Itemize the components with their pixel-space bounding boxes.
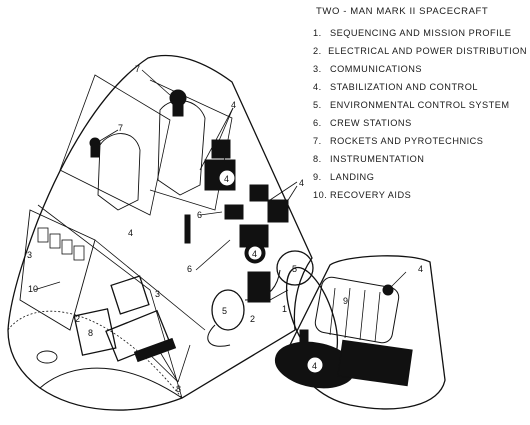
legend-label: RECOVERY AIDS	[330, 190, 412, 200]
lower-cluster	[133, 337, 177, 363]
equipment-box-3	[110, 275, 150, 315]
ecs-tank	[211, 289, 245, 331]
capsule-outline	[7, 54, 313, 411]
dark-components	[89, 89, 289, 363]
callout-4-top: 4	[231, 100, 236, 110]
rocket-7-left-body	[90, 142, 100, 158]
legend-label: ELECTRICAL AND POWER DISTRIBUTION	[328, 46, 527, 56]
legend-num: 8.	[313, 154, 322, 164]
callout-3-left: 3	[27, 250, 32, 260]
stab-box-3	[249, 184, 269, 202]
legend-num: 2.	[313, 46, 322, 56]
legend-label: INSTRUMENTATION	[330, 154, 425, 164]
legend-label: STABILIZATION AND CONTROL	[330, 82, 478, 92]
porthole	[36, 350, 58, 364]
legend-label: COMMUNICATIONS	[330, 64, 423, 74]
stab-box-4	[267, 199, 289, 223]
callout-7-left: 7	[118, 123, 123, 133]
instrument-bay	[19, 209, 96, 331]
legend-item-2: 2. ELECTRICAL AND POWER DISTRIBUTION	[313, 46, 527, 64]
legend-label: ENVIRONMENTAL CONTROL SYSTEM	[330, 100, 510, 110]
rocket-7-body	[172, 97, 184, 117]
landing-pack-9	[314, 276, 400, 344]
legend-item-7: 7. ROCKETS AND PYROTECHNICS	[313, 136, 527, 154]
heat-shield-rim	[39, 367, 183, 399]
legend-title: TWO - MAN MARK II SPACECRAFT	[316, 6, 489, 17]
callout-labels: 7 7 4 4 4 4 4 4 4 6 6 5 5 2 1 3 3 10 2 8…	[27, 64, 423, 394]
callout-4-right: 4	[299, 178, 304, 188]
legend-num: 9.	[313, 172, 322, 182]
legend-num: 6.	[313, 118, 322, 128]
crew-seat-left	[97, 133, 141, 211]
stab-box-6	[247, 271, 271, 303]
callout-10: 10	[28, 284, 38, 294]
legend-num: 4.	[313, 82, 322, 92]
legend-num: 1.	[313, 28, 322, 38]
adapter-machinery	[337, 339, 413, 387]
bulkhead-line	[37, 204, 183, 399]
legend-label: CREW STATIONS	[330, 118, 412, 128]
legend-item-8: 8. INSTRUMENTATION	[313, 154, 527, 172]
legend-panel: TWO - MAN MARK II SPACECRAFT 1. SEQUENCIN…	[313, 6, 527, 208]
callout-5-tank: 5	[222, 306, 227, 316]
heat-shield-edge	[7, 310, 183, 399]
callout-7-top: 7	[135, 64, 140, 74]
legend-item-6: 6. CREW STATIONS	[313, 118, 527, 136]
bulkhead-line-2	[94, 239, 206, 331]
callout-5-sphere: 5	[292, 264, 297, 274]
legend-item-5: 5. ENVIRONMENTAL CONTROL SYSTEM	[313, 100, 527, 118]
legend-item-9: 9. LANDING	[313, 172, 527, 190]
legend-num: 7.	[313, 136, 322, 146]
hatch-frame	[59, 74, 171, 216]
handle-6	[184, 214, 191, 244]
leader-lines	[33, 69, 407, 383]
callout-4-sphere-disc	[247, 245, 263, 261]
callout-2-left: 2	[75, 314, 80, 324]
crew-seat-right	[157, 100, 206, 196]
callout-4-adapter: 4	[418, 264, 423, 274]
callout-6-lower: 6	[187, 264, 192, 274]
adapter-ribs	[329, 287, 381, 343]
legend-item-1: 1. SEQUENCING AND MISSION PROFILE	[313, 28, 527, 46]
callout-4-inner: 4	[224, 174, 229, 184]
equipment-box-8	[73, 308, 117, 356]
legend-label: LANDING	[330, 172, 375, 182]
callout-4-sphere: 4	[252, 249, 257, 259]
callout-4-drum-disc	[306, 356, 324, 374]
callout-8-bottom: 8	[176, 384, 181, 394]
dial-1	[37, 227, 49, 243]
callout-9: 9	[343, 296, 348, 306]
adapter-strut	[299, 329, 309, 361]
stab-box-2	[211, 139, 231, 159]
adapter-dark-parts	[274, 284, 413, 389]
callout-6-upper: 6	[197, 210, 202, 220]
ecs-sphere	[276, 250, 314, 286]
legend-item-3: 3. COMMUNICATIONS	[313, 64, 527, 82]
instrument-dials	[37, 227, 85, 261]
dial-3	[61, 239, 73, 255]
callout-3-mid: 3	[155, 289, 160, 299]
relay-cluster	[224, 204, 244, 220]
callout-4-disc	[218, 169, 236, 187]
callout-2-tank: 2	[250, 314, 255, 324]
dial-2	[49, 233, 61, 249]
legend-item-4: 4. STABILIZATION AND CONTROL	[313, 82, 527, 100]
legend-num: 3.	[313, 64, 322, 74]
dial-4	[73, 245, 85, 261]
legend-num: 5.	[313, 100, 322, 110]
legend-label: SEQUENCING AND MISSION PROFILE	[330, 28, 512, 38]
callout-8-box: 8	[88, 328, 93, 338]
legend-list: 1. SEQUENCING AND MISSION PROFILE 2. ELECT…	[313, 28, 527, 208]
callout-1: 1	[282, 304, 287, 314]
legend-num: 10.	[313, 190, 328, 200]
callout-4-drum: 4	[312, 361, 317, 371]
legend-item-10: 10.RECOVERY AIDS	[313, 190, 527, 208]
legend-label: ROCKETS AND PYROTECHNICS	[330, 136, 484, 146]
callout-4-mid: 4	[128, 228, 133, 238]
